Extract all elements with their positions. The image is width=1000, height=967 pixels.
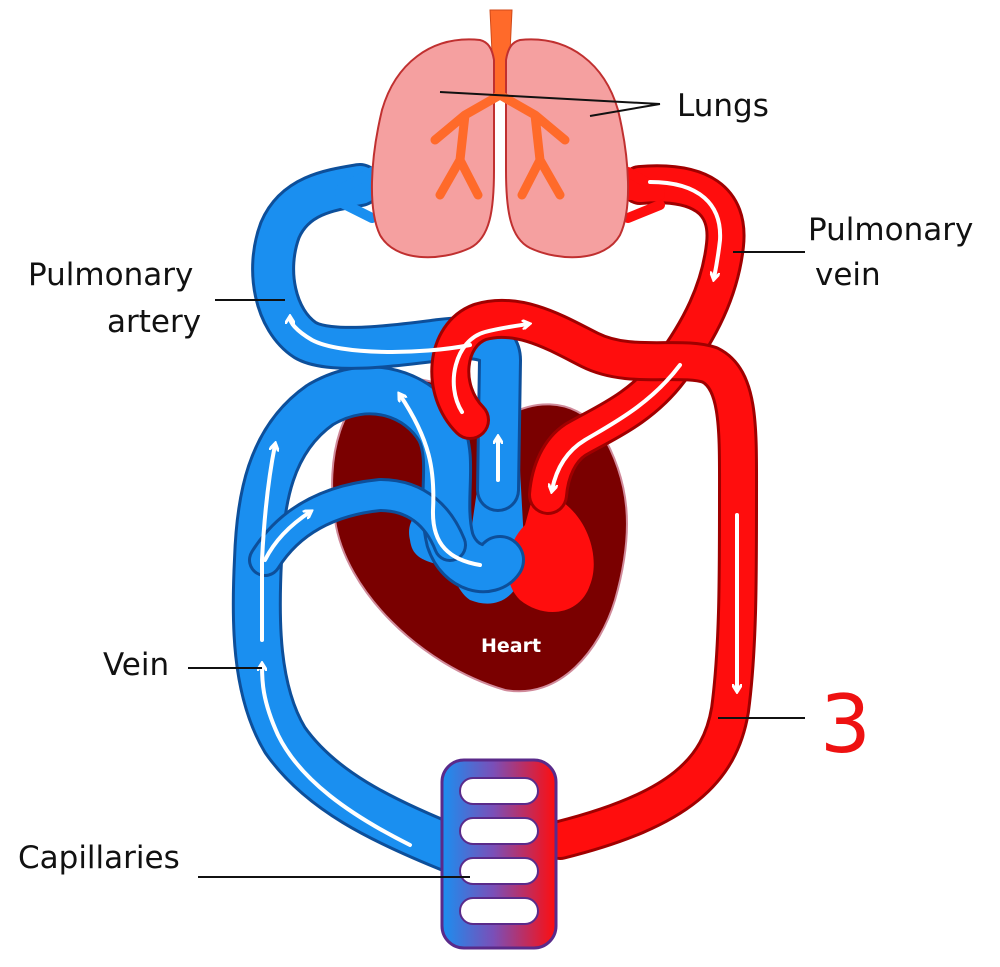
heart-label: Heart	[481, 635, 541, 657]
lungs-leader	[589, 103, 661, 117]
lungs-leader	[439, 91, 661, 105]
vein-label: Vein	[103, 647, 169, 683]
labels: Lungs Pulmonary vein Pulmonary artery He…	[18, 88, 973, 878]
flow-arrow-icon	[262, 665, 412, 847]
capillary-bed-icon	[440, 758, 558, 950]
flow-arrow-icon	[400, 395, 482, 567]
flow-arrows	[260, 180, 737, 847]
pulmonary-artery-label-line1: Pulmonary	[28, 257, 193, 293]
pulmonary-vein-label-line2: vein	[815, 257, 881, 293]
capillaries-label: Capillaries	[18, 840, 180, 876]
flow-arrow-icon	[451, 324, 528, 414]
vein-lower-branch	[251, 481, 464, 574]
pulmonary-artery-branches	[335, 167, 377, 223]
left-lung	[371, 38, 495, 259]
bronchi	[430, 90, 570, 200]
answer-label: 3	[820, 678, 871, 771]
lungs-label: Lungs	[677, 88, 769, 124]
oxygen-poor-vessels	[231, 163, 525, 875]
pulmonary-vein-branches	[623, 167, 665, 223]
left-heart-chamber	[507, 450, 594, 612]
pulmonary-artery-label-line2: artery	[107, 304, 201, 340]
right-lung	[505, 38, 629, 259]
flow-arrow-icon	[648, 180, 723, 278]
lungs-icon	[371, 9, 629, 259]
flow-arrow-icon	[263, 512, 310, 562]
oxygen-rich-vessels	[430, 164, 759, 860]
pulmonary-vein-label-line1: Pulmonary	[808, 212, 973, 248]
artery-vessel	[433, 301, 756, 857]
flow-arrow-icon	[260, 445, 275, 642]
flow-arrow-icon	[290, 318, 472, 354]
flow-arrow-icon	[552, 363, 682, 490]
